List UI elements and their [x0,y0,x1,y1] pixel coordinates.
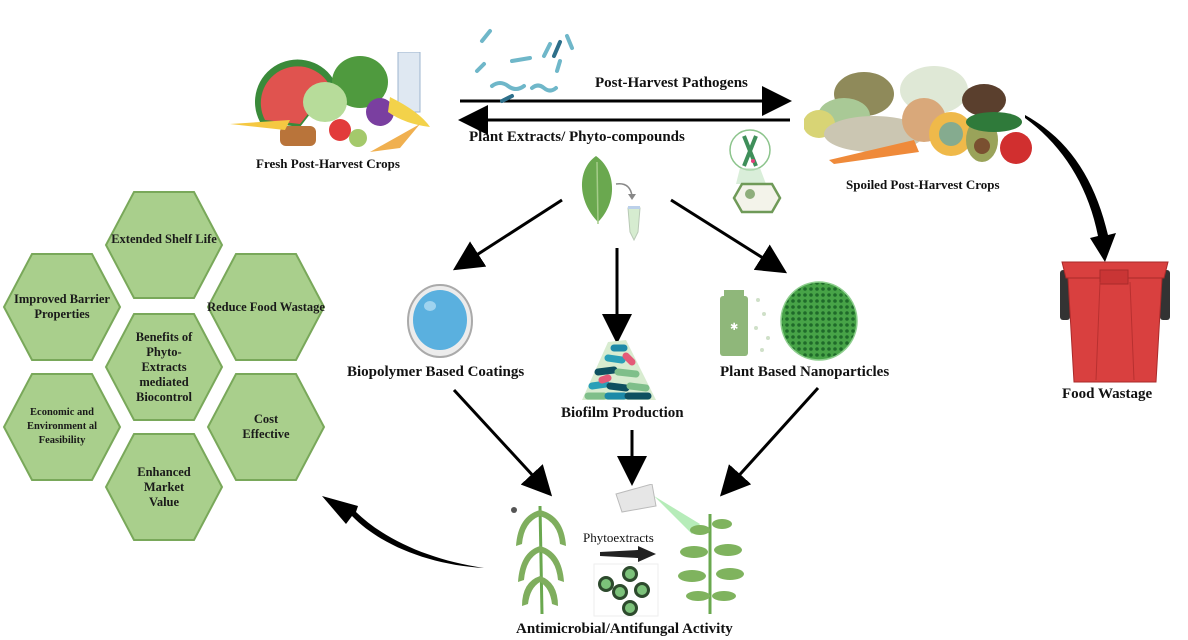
extracts-arrow-label: Plant Extracts/ Phyto-compounds [469,129,685,145]
arrow-to-nanoparticles [670,198,788,274]
arrow-coatings-to-activity [452,388,553,497]
benefit-text: Economic and Environment al Feasibility [26,407,98,446]
food-wastage-label: Food Wastage [1062,386,1153,402]
benefit-hex-economic: Economic and Environment al Feasibility [2,372,122,508]
benefit-text: Enhanced Market Value [137,464,191,509]
spoiled-crops-label: Spoiled Post-Harvest Crops [846,177,1000,192]
biofilm-label: Biofilm Production [561,405,684,421]
healthy-plant-icon [676,510,746,614]
nanoparticles-label: Plant Based Nanoparticles [720,364,890,380]
spray-nozzle-icon [612,483,702,534]
biofilm-icon [578,336,658,404]
diseased-plant-icon [508,496,576,615]
arrow-to-coatings [452,198,563,271]
benefit-text: Extended Shelf Life [111,232,217,246]
benefit-text: Reduce Food Wastage [207,299,325,314]
benefit-text: Cost Effective [242,412,290,441]
activity-label: Antimicrobial/Antifungal Activity [516,621,733,637]
curved-arrow-to-bin [1025,115,1116,262]
benefit-hex-center: Benefits of Phyto-Extracts mediated Bioc… [104,312,224,448]
food-wastage-bin-icon [1060,252,1180,384]
benefit-hex-improved-barrier: Improved Barrier Properties [2,252,122,388]
fresh-crops-illustration [230,51,430,152]
chromosome-icon [726,128,790,220]
coatings-label: Biopolymer Based Coatings [347,364,525,380]
svg-text:✱: ✱ [730,322,738,333]
fresh-crops-label: Fresh Post-Harvest Crops [256,156,400,171]
nanoparticles-icon: ✱ [718,280,858,362]
pathogens-illustration [472,26,582,106]
phytoextracts-arrow [598,546,658,562]
curved-arrow-to-benefits [322,496,484,568]
pathogens-arrow-label: Post-Harvest Pathogens [595,75,748,91]
benefit-text: Improved Barrier Properties [14,292,110,321]
benefit-hex-cost-effective: Cost Effective [206,372,326,508]
leaf-icon [576,152,666,248]
benefit-hex-extended-shelf-life: Extended Shelf Life [104,190,224,326]
phytoextracts-arrow-label: Phytoextracts [583,530,654,545]
coating-icon [406,284,474,358]
spores-icon [578,562,674,618]
spoiled-crops-illustration [803,64,1034,168]
arrow-nano-to-activity [719,386,820,497]
benefit-hex-market-value: Enhanced Market Value [104,432,224,568]
benefit-hex-reduce-wastage: Reduce Food Wastage [206,252,326,388]
benefit-center-text: Benefits of Phyto-Extracts mediated Bioc… [135,329,193,404]
